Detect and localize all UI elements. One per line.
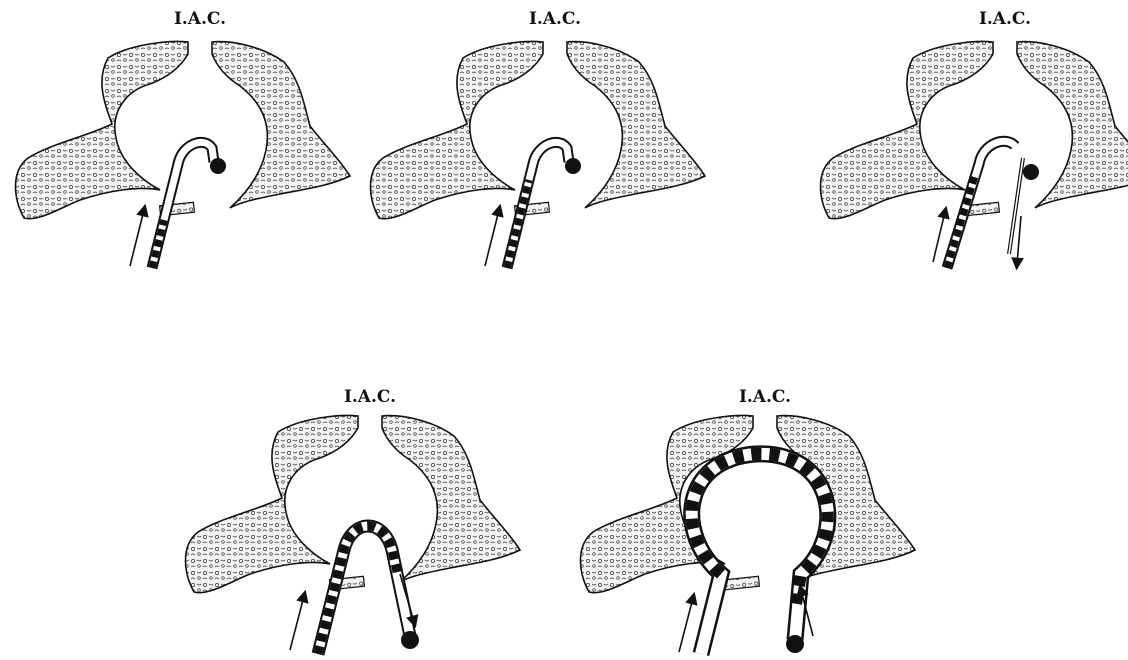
embolic-coil bbox=[401, 631, 419, 649]
flow-arrow bbox=[485, 210, 499, 266]
embolic-coil bbox=[786, 635, 804, 653]
panel-4: I.A.C. bbox=[186, 387, 521, 654]
embolic-coil bbox=[210, 158, 226, 174]
bone-structure bbox=[371, 42, 706, 219]
panel-1-label: I.A.C. bbox=[174, 9, 226, 29]
panel-4-label: I.A.C. bbox=[344, 387, 396, 407]
panel-1: I.A.C. bbox=[16, 9, 351, 268]
flow-arrow bbox=[933, 212, 945, 262]
bone-structure bbox=[581, 416, 916, 593]
panel-3: I.A.C. bbox=[821, 9, 1128, 268]
panel-5: I.A.C. bbox=[581, 387, 916, 654]
flow-arrow bbox=[290, 596, 304, 650]
bone-structure bbox=[16, 42, 351, 219]
embolic-coil bbox=[565, 158, 581, 174]
embolic-coil bbox=[1023, 164, 1039, 180]
flow-arrow bbox=[130, 210, 144, 266]
bone-structure bbox=[186, 416, 521, 593]
flow-arrow bbox=[1017, 216, 1021, 264]
flow-arrow bbox=[679, 598, 693, 652]
panel-2: I.A.C. bbox=[371, 9, 706, 268]
panel-2-label: I.A.C. bbox=[529, 9, 581, 29]
panel-5-label: I.A.C. bbox=[739, 387, 791, 407]
panel-3-label: I.A.C. bbox=[979, 9, 1031, 29]
